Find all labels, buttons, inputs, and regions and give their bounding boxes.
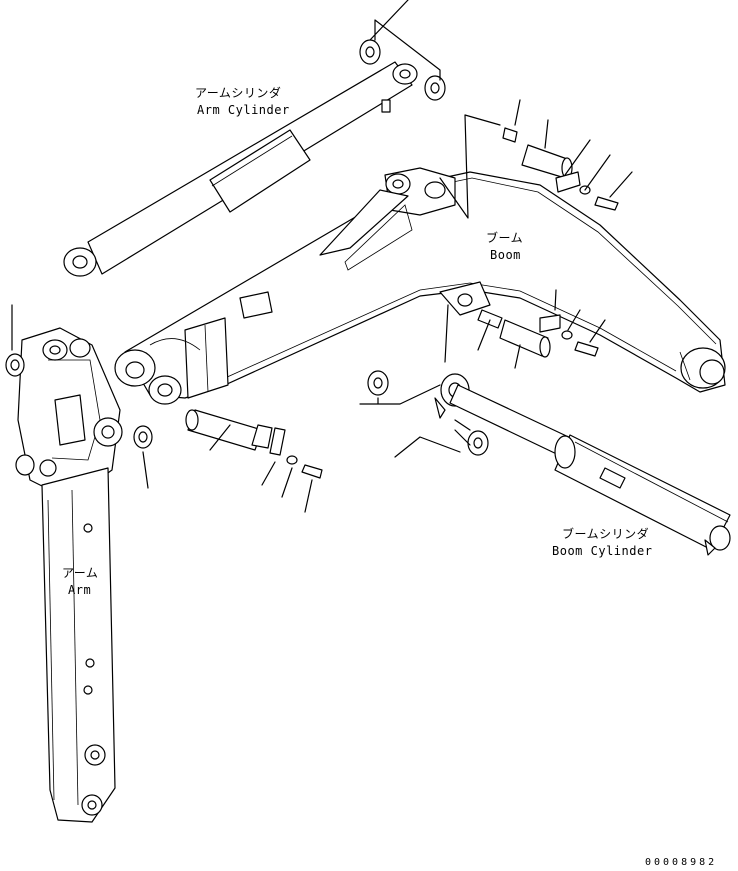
boom-label-jp: ブーム: [486, 231, 524, 245]
arm-label-en: Arm: [68, 583, 92, 597]
drawing-number: 00008982: [645, 857, 718, 868]
arm: [15, 327, 123, 823]
boom-cylinder: [449, 384, 731, 556]
boom-label-en: Boom: [490, 248, 521, 262]
arm-cyl-pin-group: [439, 99, 633, 219]
boom-cylinder-label-en: Boom Cylinder: [552, 544, 653, 558]
arm-cylinder-label-jp: アームシリンダ: [195, 86, 282, 100]
boom-cyl-pin-group: [444, 289, 606, 369]
arm-cylinder-label-en: Arm Cylinder: [197, 103, 290, 117]
boom-cylinder-label-jp: ブームシリンダ: [562, 527, 650, 541]
arm-label-jp: アーム: [62, 566, 99, 580]
arm-cylinder: [63, 61, 418, 277]
boom: [114, 167, 726, 419]
boom-foot-pin-group: [185, 409, 323, 513]
